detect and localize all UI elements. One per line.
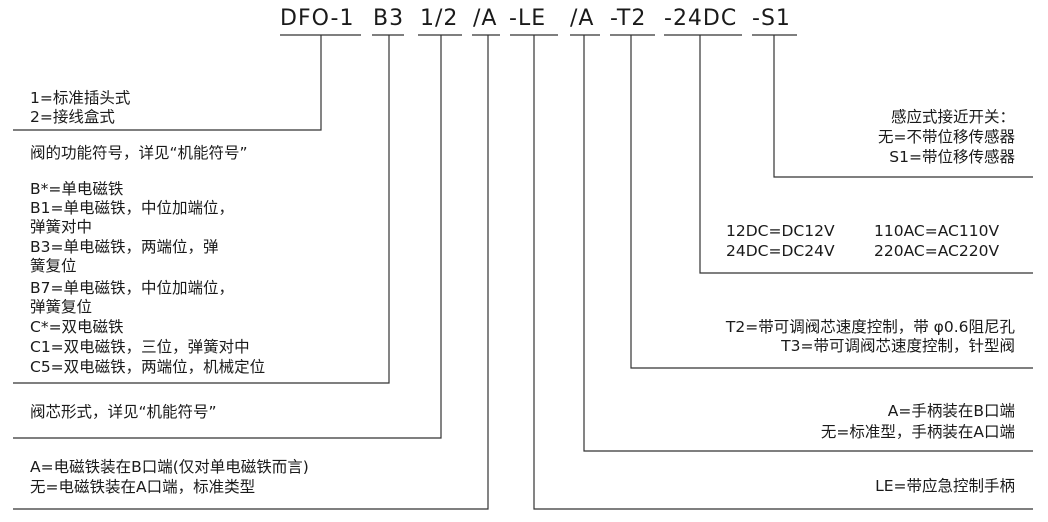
code-sensor: -S1 — [752, 6, 791, 31]
coil-option: C*=双电磁铁 — [30, 318, 124, 336]
code-voltage: -24DC — [664, 6, 738, 31]
sensor-title: 感应式接近开关： — [890, 108, 1015, 126]
voltage-110ac: 110AC=AC110V — [874, 222, 1000, 240]
coil-option: B3=单电磁铁，两端位，弹 — [30, 238, 219, 256]
size-option-1: 1=标准插头式 — [30, 89, 131, 107]
coil-option: 弹簧复位 — [30, 298, 93, 316]
throttle-option-t2: T2=带可调阀芯速度控制，带 φ0.6阻尼孔 — [725, 318, 1015, 336]
lever-option-le: LE=带应急控制手柄 — [875, 477, 1015, 495]
mount-option-none: 无=电磁铁装在A口端，标准类型 — [30, 478, 256, 496]
sensor-option-s1: S1=带位移传感器 — [889, 148, 1015, 166]
code-throttle: -T2 — [610, 6, 647, 31]
coil-option: B*=单电磁铁 — [30, 180, 124, 198]
coil-option: 簧复位 — [30, 257, 77, 275]
voltage-12dc: 12DC=DC12V — [726, 222, 835, 240]
handle-option-none: 无=标准型，手柄装在A口端 — [820, 423, 1015, 441]
code-handle: /A — [570, 6, 595, 31]
voltage-24dc: 24DC=DC24V — [726, 242, 835, 260]
sensor-option-none: 无=不带位移传感器 — [878, 128, 1015, 146]
code-mount: /A — [473, 6, 498, 31]
coil-option: C5=双电磁铁，两端位，机械定位 — [30, 358, 266, 376]
coil-option: C1=双电磁铁，三位，弹簧对中 — [30, 338, 250, 356]
coil-option: B1=单电磁铁，中位加端位， — [30, 199, 234, 217]
function-symbol-note: 阀的功能符号，详见“机能符号” — [30, 144, 248, 162]
handle-option-a: A=手柄装在B口端 — [887, 402, 1015, 420]
code-lever: -LE — [509, 6, 547, 31]
code-coil: B3 — [373, 6, 405, 31]
code-size: 1/2 — [420, 6, 459, 31]
spool-type-note: 阀芯形式，详见“机能符号” — [30, 403, 217, 421]
coil-option: B7=单电磁铁，中位加端位， — [30, 279, 234, 297]
coil-option: 弹簧对中 — [30, 218, 93, 236]
code-base: DFO-1 — [280, 6, 355, 31]
throttle-option-t3: T3=带可调阀芯速度控制，针型阀 — [781, 337, 1015, 355]
voltage-220ac: 220AC=AC220V — [874, 242, 1000, 260]
mount-option-a: A=电磁铁装在B口端(仅对单电磁铁而言) — [30, 458, 309, 476]
size-option-2: 2=接线盒式 — [30, 108, 115, 126]
